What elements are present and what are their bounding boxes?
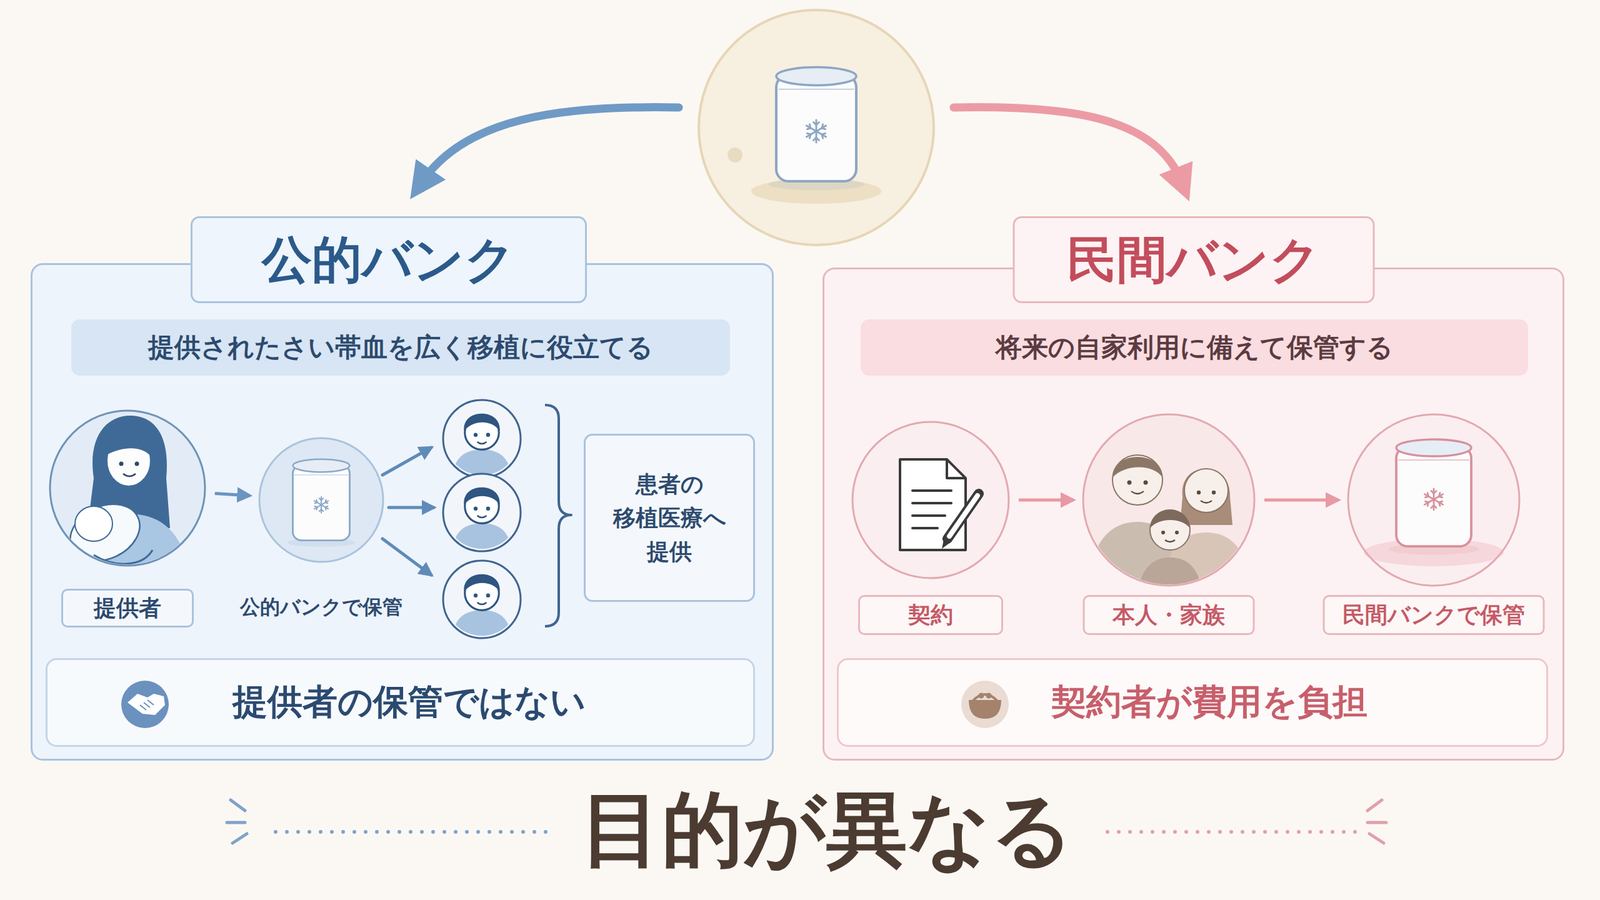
circle-fill bbox=[853, 422, 1009, 578]
box-fill bbox=[823, 268, 1564, 760]
contract-icon bbox=[900, 459, 979, 550]
heading-tab-holder: 公的バンク bbox=[190, 216, 587, 304]
flow-arrow bbox=[1018, 498, 1074, 502]
public-jar bbox=[286, 459, 355, 547]
circle-outline bbox=[1346, 413, 1521, 587]
panel-heading: 民間バンク bbox=[1013, 216, 1375, 304]
circle-label-holder: 契約 bbox=[858, 595, 1004, 635]
circle-label-holder: 民間バンクで保管 bbox=[1323, 595, 1545, 635]
circle-label: 本人・家族 bbox=[1083, 595, 1255, 635]
contract-circle: 契約 bbox=[851, 420, 1010, 580]
note-box: 提供者の保管ではない bbox=[45, 658, 755, 747]
heading-tab-holder: 民間バンク bbox=[1013, 216, 1375, 304]
circle-label: 契約 bbox=[858, 595, 1004, 635]
transplant-box: 患者の 移植医療へ 提供 bbox=[583, 433, 755, 602]
circle-border bbox=[1348, 414, 1520, 586]
arrow-to-private bbox=[953, 107, 1182, 182]
box-fill bbox=[46, 659, 755, 747]
bracket bbox=[545, 405, 572, 627]
circle-fill bbox=[260, 438, 383, 562]
circle-outline bbox=[1081, 413, 1256, 587]
box-text: 患者の 移植医療へ 提供 bbox=[595, 467, 744, 569]
circle-label: 公的バンクで保管 bbox=[240, 593, 403, 622]
note-box: 契約者が費用を負担 bbox=[836, 658, 1549, 747]
purpose-band: 将来の自家利用に備えて保管する bbox=[860, 319, 1529, 376]
family-illustration bbox=[1087, 455, 1252, 604]
circle-label: 民間バンクで保管 bbox=[1323, 595, 1545, 635]
circle-label-holder: 公的バンクで保管 bbox=[240, 593, 403, 622]
private-jar bbox=[1363, 439, 1504, 567]
circle-border bbox=[259, 438, 384, 562]
caption: 目的が異なる bbox=[580, 788, 1074, 870]
circle-label-holder: 本人・家族 bbox=[1083, 595, 1255, 635]
circle-label: 提供者 bbox=[61, 588, 194, 628]
public-bank-panel: 公的バンク提供されたさい帯血を広く移植に役立てる提供者公的バンクで保管患者の 移… bbox=[30, 263, 774, 761]
band-text: 提供されたさい帯血を広く移植に役立てる bbox=[148, 330, 654, 365]
patients bbox=[443, 400, 521, 639]
private-bank-panel: 民間バンク将来の自家利用に備えて保管する契約本人・家族民間バンクで保管契約者が費… bbox=[822, 267, 1565, 761]
purpose-band: 提供されたさい帯血を広く移植に役立てる bbox=[71, 319, 730, 376]
distribution-arrows bbox=[382, 447, 434, 575]
note-text: 契約者が費用を負担 bbox=[1051, 678, 1368, 727]
handshake-icon bbox=[121, 680, 169, 729]
mother-illustration bbox=[61, 415, 192, 582]
circle-outline bbox=[48, 409, 207, 567]
purse-icon bbox=[961, 680, 1009, 729]
private-storage-circle: 民間バンクで保管 bbox=[1346, 413, 1521, 587]
box-fill bbox=[31, 264, 774, 760]
note-text: 提供者の保管ではない bbox=[232, 678, 586, 727]
donor-circle: 提供者 bbox=[48, 409, 207, 567]
flow-arrow bbox=[215, 493, 250, 496]
flow-arrow bbox=[1264, 498, 1339, 502]
circle-fill bbox=[1348, 415, 1519, 585]
shape-fills bbox=[31, 264, 1564, 760]
circle-border bbox=[1083, 414, 1255, 586]
top-jar-circle bbox=[698, 10, 934, 245]
circle-border bbox=[852, 421, 1009, 579]
circle-outline bbox=[851, 420, 1010, 580]
panel-heading: 公的バンク bbox=[190, 216, 587, 304]
circle-label-holder: 提供者 bbox=[61, 588, 194, 628]
circle-outline bbox=[258, 436, 385, 564]
circle-border bbox=[50, 410, 205, 566]
arrow-to-public bbox=[422, 107, 679, 182]
band-text: 将来の自家利用に備えて保管する bbox=[995, 330, 1394, 365]
family-circle: 本人・家族 bbox=[1081, 413, 1256, 587]
public-storage-circle: 公的バンクで保管 bbox=[258, 436, 385, 564]
box-fill bbox=[838, 659, 1548, 747]
